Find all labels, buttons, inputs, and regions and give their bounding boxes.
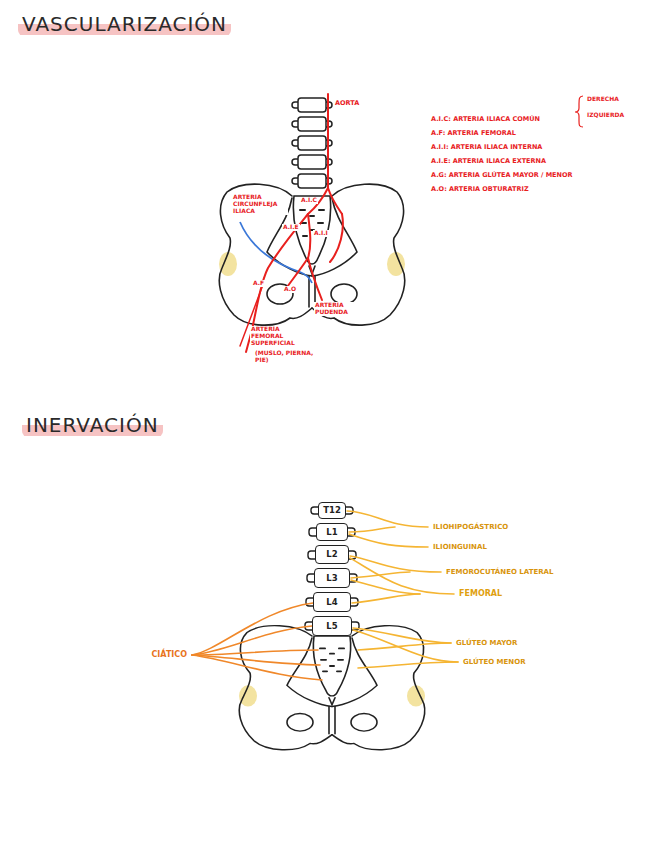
vertebra-label: L4	[326, 598, 337, 607]
sacrum	[293, 196, 330, 274]
artery-label: ARTERIA FEMORAL SUPERFICIAL	[250, 326, 304, 347]
iliohypogastric-nerve	[347, 511, 428, 527]
key-entry: A.F: ARTERIA FEMORAL	[430, 130, 517, 137]
artery-label: ARTERIA PUDENDA	[314, 302, 358, 316]
section-heading: VASCULARIZACIÓN	[18, 12, 231, 36]
vertebra	[298, 98, 326, 112]
vertebra-box: L2	[315, 545, 349, 564]
key-entry: A.I.E: ARTERIA ILIACA EXTERNA	[430, 158, 547, 165]
vertebra-label: L2	[326, 550, 337, 559]
vertebra	[298, 155, 326, 169]
nerve-label: GLÚTEO MAYOR	[455, 639, 518, 647]
key-entry: A.I.I: ARTERIA ILIACA INTERNA	[430, 144, 543, 151]
aorta	[327, 94, 329, 188]
vertebra-label: L1	[326, 528, 337, 537]
femoral-nerve	[352, 594, 420, 603]
iliohypogastric-nerve	[349, 527, 395, 532]
right-common-iliac	[328, 188, 342, 214]
artery-abbreviation: A.I.I	[313, 230, 329, 237]
sciatic-root	[192, 650, 318, 655]
sciatic-root	[192, 603, 313, 655]
nerve-label: GLÚTEO MENOR	[462, 658, 527, 666]
sciatic-root	[192, 655, 322, 680]
key-entry: A.O: ARTERIA OBTURATRIZ	[430, 186, 530, 193]
vertebra-label: L5	[326, 622, 337, 631]
vertebra-box: L5	[312, 616, 352, 636]
artery-abbreviation: A.I.E	[282, 224, 300, 231]
nerve-label: ILIOHIPOGÁSTRICO	[432, 523, 509, 531]
vertebra	[298, 136, 326, 150]
artery-label: AORTA	[334, 100, 360, 107]
pudendal-artery	[308, 258, 322, 300]
vertebra-box: L4	[313, 592, 351, 612]
vertebra	[298, 174, 326, 188]
artery-abbreviation: A.I.C	[300, 197, 318, 204]
inferior-gluteal-nerve	[358, 662, 458, 668]
nerve-label: FEMORAL	[458, 589, 503, 598]
vertebra-box: L1	[316, 523, 348, 541]
artery-label: ARTERIA CIRCUNFLEJA ILIACA	[232, 194, 288, 215]
key-entry: A.G: ARTERIA GLÚTEA MAYOR / MENOR	[430, 172, 574, 179]
external-iliac-femoral	[246, 214, 308, 352]
section-heading: INERVACIÓN	[22, 413, 163, 437]
artery-abbreviation: A.O	[283, 286, 297, 293]
key-entry: IZQUIERDA	[586, 112, 625, 119]
nerve-label: FEMOROCUTÁNEO LATERAL	[445, 568, 554, 576]
vertebra-label: T12	[323, 506, 341, 515]
pelvis	[239, 626, 425, 750]
transverse-processes	[305, 507, 359, 630]
inferior-gluteal-nerve	[353, 630, 458, 662]
vertebra-box: L3	[314, 568, 350, 588]
ilioinguinal-nerve	[349, 534, 428, 547]
pelvis	[219, 184, 405, 325]
lumbar-spine	[292, 98, 332, 188]
bracket	[575, 96, 583, 127]
artery-abbreviation: A.F	[252, 280, 265, 287]
sciatic-nerve	[192, 603, 322, 680]
artery-note: (MUSLO, PIERNA, PIE)	[254, 350, 318, 364]
femoral-nerve	[351, 580, 420, 594]
vertebra	[298, 117, 326, 131]
key-entry: DERECHA	[586, 96, 620, 103]
vertebra-label: L3	[326, 574, 337, 583]
lateral-cutaneous-nerve	[350, 556, 441, 572]
circumflex-iliac-artery	[240, 222, 312, 283]
sciatic-root	[192, 655, 320, 665]
internal-iliac	[330, 214, 343, 262]
nerve-label: CIÁTICO	[150, 650, 188, 659]
lumbar-nerves	[347, 511, 458, 668]
sacrum	[313, 636, 350, 705]
key-entry: A.I.C: ARTERIA ILIACA COMÚN	[430, 116, 541, 123]
femoral-nerve	[350, 558, 454, 594]
nerve-label: ILIOINGUINAL	[432, 543, 488, 551]
vertebra-box: T12	[318, 502, 346, 519]
lateral-cutaneous-nerve	[351, 572, 410, 578]
